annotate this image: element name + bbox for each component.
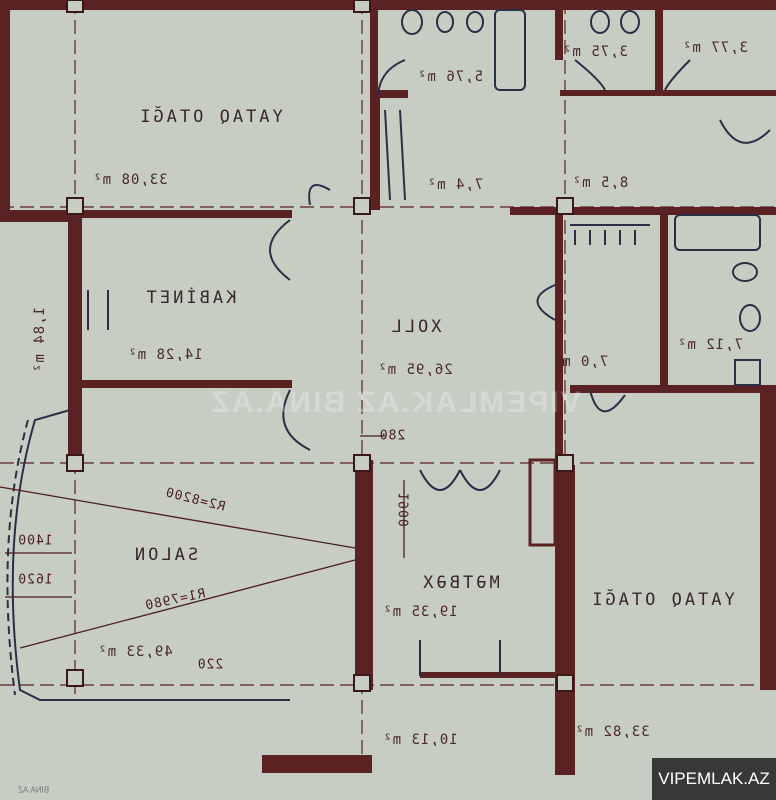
room-name-living: SALON: [131, 545, 199, 565]
area-wc-3: 3,77 m²: [681, 40, 749, 56]
sanitary-fixtures: [384, 9, 761, 386]
area-office: 14,28 m²: [127, 347, 203, 363]
area-hall: 26,95 m²: [377, 362, 453, 378]
room-name-bedroom-top: YATAQ OTAĞI: [137, 107, 283, 127]
axis-lines: [0, 0, 776, 780]
dimension-1620: 1620: [17, 572, 53, 588]
doors: [87, 59, 771, 676]
dimension-lines: [0, 435, 405, 649]
watermark-corner: VIPEMLAK.AZ: [652, 758, 776, 800]
area-bedroom-bottom: 33,82 m²: [574, 724, 650, 740]
watermark-small: BINA.AZ: [18, 785, 50, 795]
area-balcony-left: 1,84 m²: [32, 306, 48, 374]
walls: [0, 0, 776, 775]
dimension-1400: 1400: [17, 533, 53, 549]
area-loggia: 10,13 m²: [382, 732, 458, 748]
area-closet: 7,4 m²: [426, 177, 484, 193]
area-bedroom-top: 33,08 m²: [92, 172, 168, 188]
watermark-center: VIPEMLAK.AZ BINA.AZ: [209, 386, 581, 419]
area-living: 49,33 m²: [97, 644, 173, 660]
columns: [66, 0, 574, 692]
dimension-1900: 1900: [397, 492, 413, 528]
area-wc-2: 3,75 m²: [561, 44, 629, 60]
area-dressing: 7,0 m²: [551, 354, 609, 370]
dimension-220: 220: [196, 657, 224, 673]
room-name-bedroom-bottom: YATAQ OTAĞI: [589, 590, 735, 610]
room-name-hall: XOLL: [388, 317, 442, 337]
area-corridor: 8,5 m²: [571, 175, 629, 191]
area-bathroom: 7,12 m²: [676, 337, 744, 353]
dimension-280: 280: [378, 428, 406, 444]
area-kitchen: 19,35 m²: [382, 604, 458, 620]
room-name-kitchen: MƏTBƏX: [420, 573, 500, 593]
bay-window-outline: [6, 409, 290, 701]
area-wc-1: 5,76 m²: [416, 69, 484, 85]
room-name-office: KABİNET: [143, 288, 237, 308]
